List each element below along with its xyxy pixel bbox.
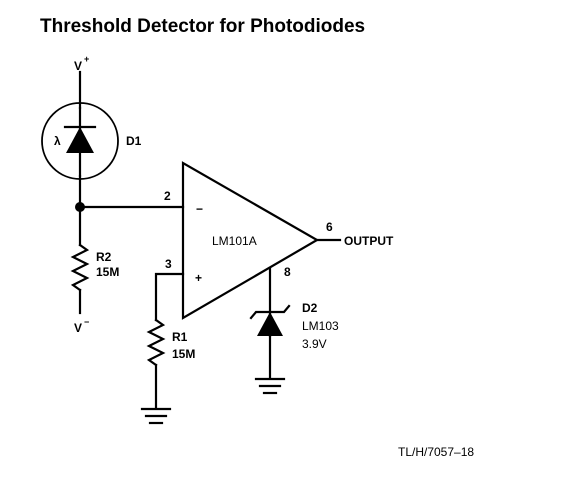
resistor-r2-value: 15M bbox=[96, 265, 119, 279]
photodiode-lambda-label: λ bbox=[54, 134, 61, 148]
resistor-r1-value: 15M bbox=[172, 347, 195, 361]
op-amp-part-number: LM101A bbox=[212, 234, 257, 248]
svg-text:V: V bbox=[74, 321, 82, 335]
resistor-r2 bbox=[70, 243, 90, 292]
wire-noninverting-to-r1 bbox=[154, 272, 185, 322]
supply-negative-label: V − bbox=[74, 317, 89, 335]
pin-comp-number: 8 bbox=[284, 265, 291, 279]
ground-symbol-d2 bbox=[254, 377, 286, 395]
svg-text:−: − bbox=[84, 317, 89, 327]
pin-inverting-number: 2 bbox=[164, 189, 171, 203]
supply-positive-label: V + bbox=[74, 54, 89, 73]
pin-output-number: 6 bbox=[326, 220, 333, 234]
output-label: OUTPUT bbox=[344, 234, 394, 248]
diagram-title: Threshold Detector for Photodiodes bbox=[40, 16, 365, 37]
figure-reference: TL/H/7057–18 bbox=[398, 445, 474, 459]
svg-text:+: + bbox=[84, 54, 89, 64]
op-amp-inverting-symbol: − bbox=[196, 202, 203, 216]
zener-diode-d2 bbox=[249, 304, 291, 338]
pin-noninverting-number: 3 bbox=[165, 257, 172, 271]
ground-symbol-r1 bbox=[140, 407, 172, 425]
op-amp-noninverting-symbol: + bbox=[195, 271, 202, 285]
op-amp-triangle bbox=[181, 161, 320, 320]
photodiode-designator: D1 bbox=[126, 134, 142, 148]
svg-text:V: V bbox=[74, 59, 82, 73]
photodiode-d1: λ bbox=[41, 102, 119, 180]
resistor-r1-designator: R1 bbox=[172, 330, 188, 344]
resistor-r1 bbox=[146, 318, 166, 367]
op-amp-lm101a: − + LM101A bbox=[181, 161, 320, 320]
resistor-r2-designator: R2 bbox=[96, 250, 112, 264]
zener-part-number: LM103 bbox=[302, 319, 339, 333]
zener-designator: D2 bbox=[302, 301, 318, 315]
zener-voltage: 3.9V bbox=[302, 337, 327, 351]
